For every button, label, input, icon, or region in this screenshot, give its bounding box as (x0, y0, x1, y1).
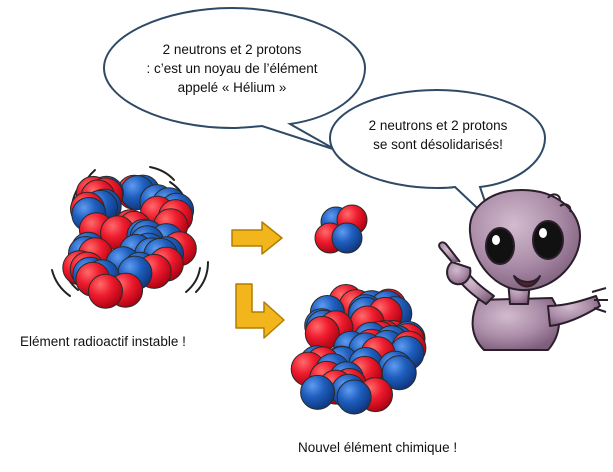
new-element-label: Nouvel élément chimique ! (298, 440, 458, 455)
bubble-left-line: : c’est un noyau de l’élément (146, 61, 318, 76)
speech-bubble-left-text: 2 neutrons et 2 protons : c’est un noyau… (118, 40, 346, 97)
bubble-right-line: se sont désolidarisés! (373, 137, 503, 152)
arrow-down-right-icon (235, 283, 285, 339)
unstable-element-label: Elément radioactif instable ! (20, 334, 186, 349)
speech-bubble-right (328, 88, 547, 223)
speech-bubble-right-text: 2 neutrons et 2 protons se sont désolida… (338, 116, 538, 154)
arrow-right-icon (231, 221, 283, 255)
neutron (300, 374, 336, 410)
new-nucleus-icon (290, 284, 427, 415)
unstable-nucleus-icon (62, 174, 197, 309)
bubble-left-line: appelé « Hélium » (177, 80, 287, 95)
neutron (336, 379, 372, 415)
helium-nucleus-icon (314, 204, 368, 254)
bubble-left-line: 2 neutrons et 2 protons (162, 42, 302, 57)
neutron (331, 222, 363, 254)
bubble-right-line: 2 neutrons et 2 protons (368, 118, 508, 133)
proton (88, 273, 123, 309)
speech-bubble-left (102, 6, 367, 151)
alien-icon (438, 189, 608, 351)
